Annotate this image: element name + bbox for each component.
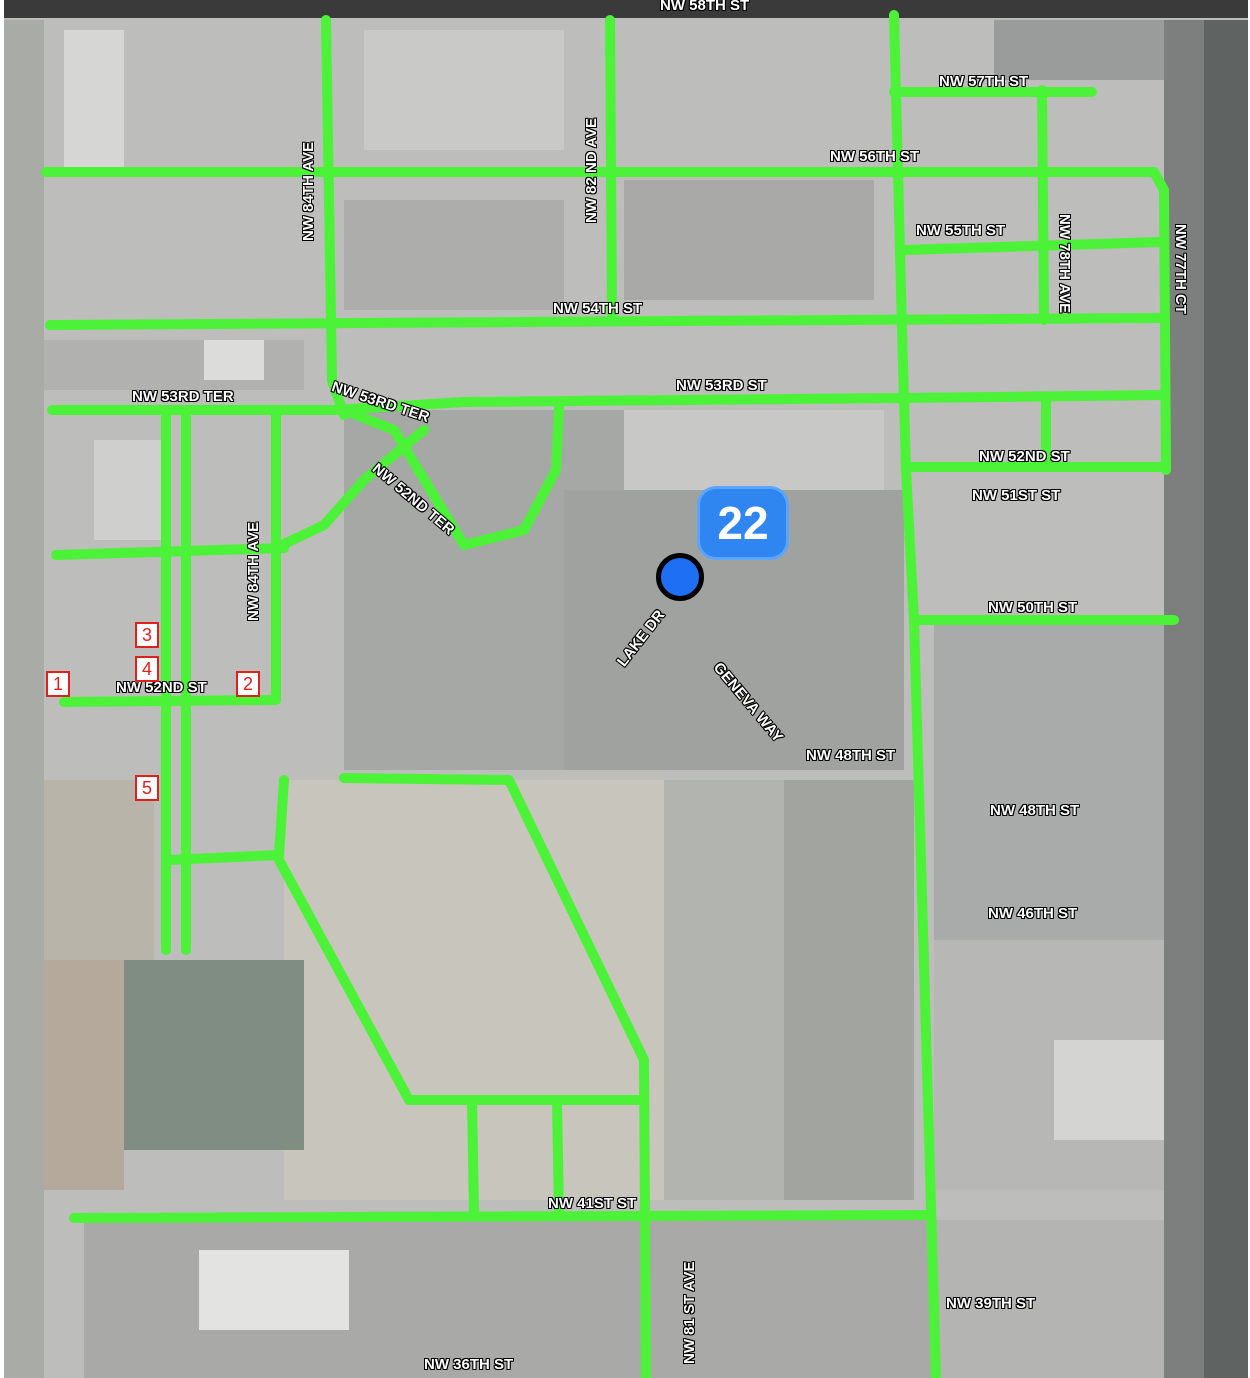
street-label: NW 77TH CT [1172, 224, 1189, 314]
route-nw-56th-st [41, 167, 1171, 475]
route-nw-53rd-ter-curve [277, 425, 429, 550]
route-nw-52nd-ter [339, 403, 564, 550]
street-label: NW 58TH ST [660, 0, 750, 14]
route-spur-a [467, 1095, 479, 1220]
street-label: NW 48TH ST [806, 747, 896, 764]
street-label: NW 39TH ST [946, 1295, 1036, 1312]
street-label: NW 53RD TER [132, 388, 234, 405]
route-nw-51st-spur [51, 543, 289, 560]
street-label: NW 48TH ST [990, 802, 1080, 819]
street-label: NW 78TH AVE [1056, 214, 1073, 314]
street-label: NW 84TH AVE [245, 521, 262, 621]
map-marker-5[interactable]: 5 [135, 775, 159, 801]
street-label: NW 53RD ST [676, 377, 767, 394]
street-label: NW 57TH ST [939, 73, 1029, 90]
route-badge[interactable]: 22 [700, 489, 786, 557]
street-label: NW 56TH ST [830, 148, 920, 165]
route-nw-84th-ave-north [321, 15, 349, 420]
route-spur-b [552, 1095, 564, 1220]
route-nw-82nd-ave [605, 15, 617, 323]
street-label: NW 82 ND AVE [583, 117, 600, 223]
street-label: NW 46TH ST [988, 905, 1078, 922]
route-nw-53rd-st [47, 390, 1169, 415]
map-marker-2[interactable]: 2 [236, 671, 260, 697]
street-label: NW 52ND ST [979, 448, 1070, 465]
street-label: NW 52ND ST [116, 679, 207, 696]
street-label: NW 41ST ST [548, 1195, 637, 1212]
route-nw-52nd-st-west [59, 695, 279, 707]
route-nw-78th-ave [1037, 85, 1049, 325]
street-label: NW 51ST ST [972, 487, 1061, 504]
street-label: NW 84TH AVE [300, 141, 317, 241]
route-nw-54th-st [45, 313, 1164, 330]
street-label: NW 50TH ST [988, 599, 1078, 616]
route-lines [41, 10, 1179, 1378]
street-label: NW 36TH ST [424, 1356, 514, 1373]
map-marker-1[interactable]: 1 [46, 671, 70, 697]
street-label: NW 54TH ST [553, 300, 643, 317]
route-diagonal-west [274, 855, 649, 1105]
route-nw-78th-ave-east [889, 10, 941, 1378]
street-label: NW 55TH ST [916, 222, 1006, 239]
map-marker-3[interactable]: 3 [135, 622, 159, 648]
location-pin-icon[interactable] [656, 553, 704, 601]
map-marker-4[interactable]: 4 [135, 656, 159, 682]
route-nw-55th-st [899, 237, 1164, 255]
map-view[interactable]: NW 58TH ST NW 57TH ST NW 56TH ST NW 55TH… [4, 0, 1248, 1378]
route-nw-41st-st [69, 1210, 934, 1223]
street-label: NW 81 ST AVE [681, 1261, 698, 1364]
